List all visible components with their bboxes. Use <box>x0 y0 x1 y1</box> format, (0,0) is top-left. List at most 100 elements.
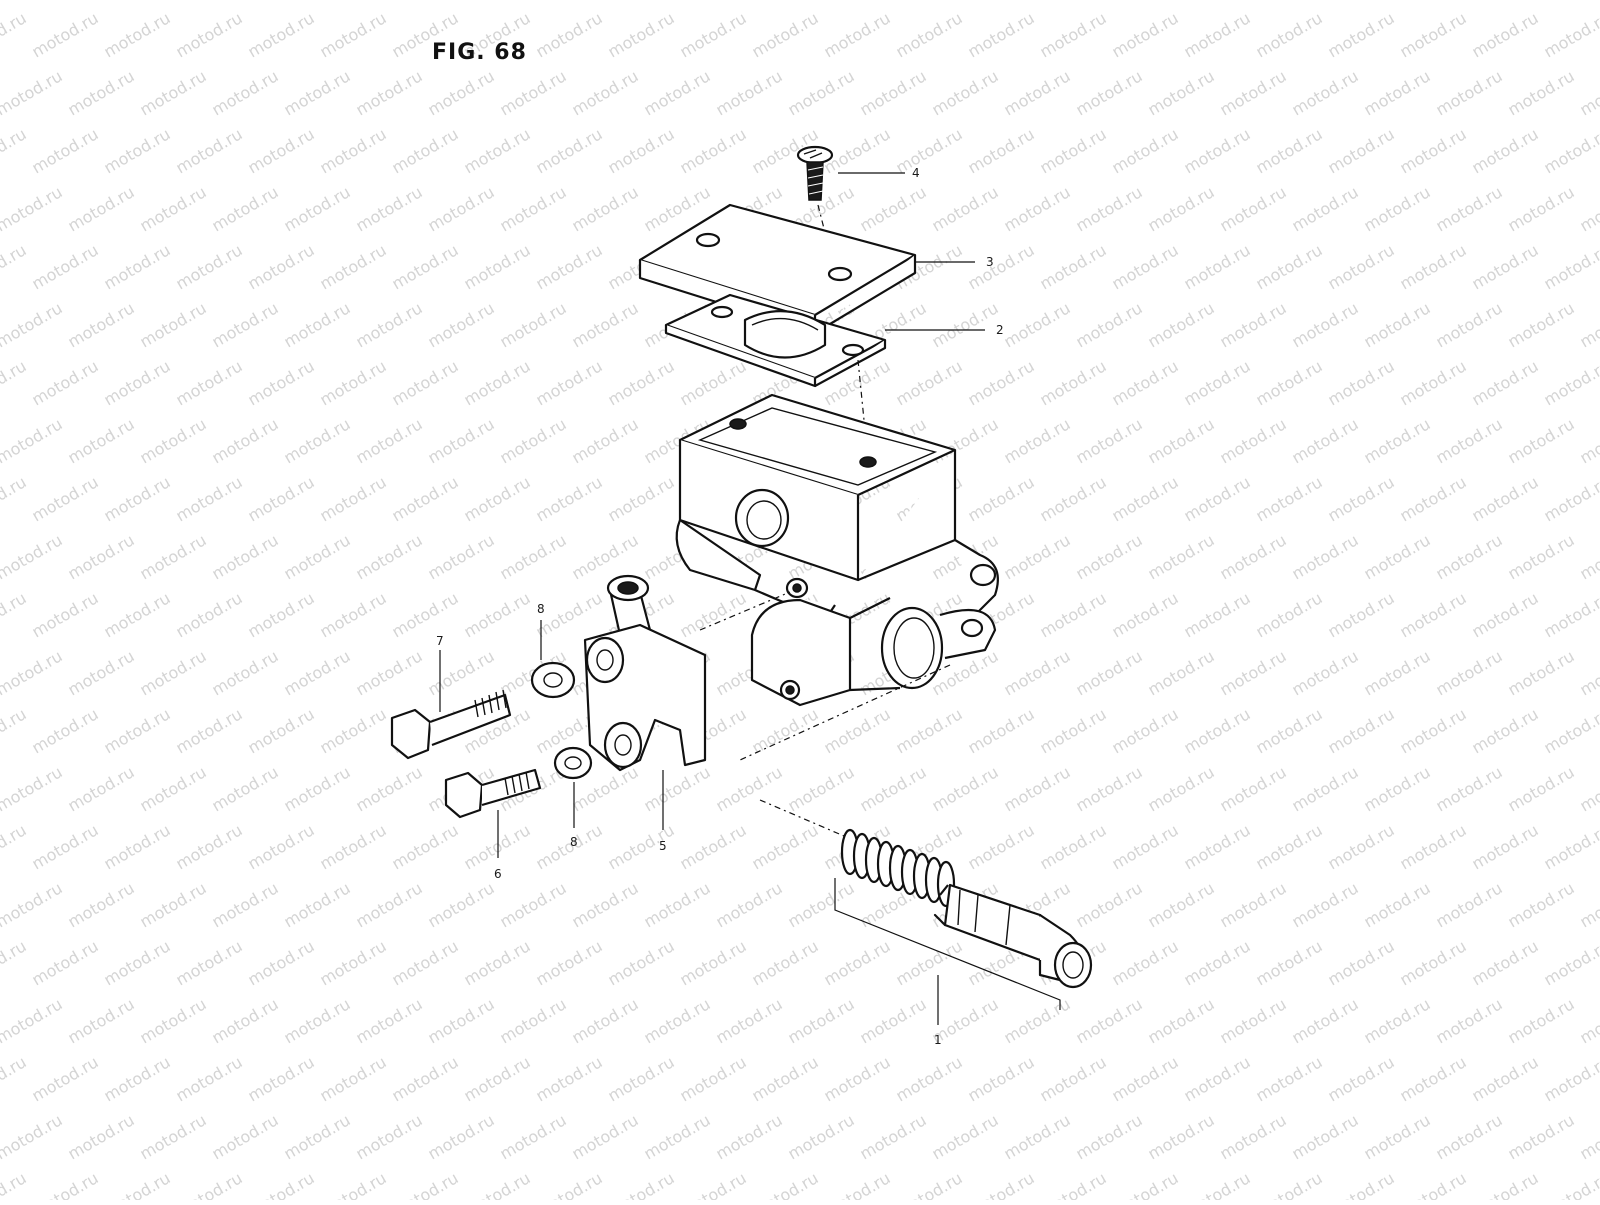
watermark-text: motod.ru <box>1037 1168 1110 1200</box>
watermark-text: motod.ru <box>0 1110 66 1163</box>
watermark-text: motod.ru <box>317 936 390 989</box>
watermark-text: motod.ru <box>1217 994 1290 1047</box>
watermark-text: motod.ru <box>1541 820 1600 873</box>
watermark-text: motod.ru <box>1037 704 1110 757</box>
watermark-text: motod.ru <box>1217 1110 1290 1163</box>
watermark-text: motod.ru <box>1577 994 1600 1047</box>
watermark-text: motod.ru <box>1253 936 1326 989</box>
watermark-text: motod.ru <box>1253 820 1326 873</box>
watermark-text: motod.ru <box>569 1110 642 1163</box>
watermark-text: motod.ru <box>1253 240 1326 293</box>
watermark-text: motod.ru <box>1397 8 1470 61</box>
watermark-text: motod.ru <box>0 240 30 293</box>
watermark-text: motod.ru <box>1469 588 1542 641</box>
watermark-text: motod.ru <box>1433 298 1506 351</box>
watermark-text: motod.ru <box>353 530 426 583</box>
watermark-text: motod.ru <box>569 298 642 351</box>
watermark-text: motod.ru <box>1001 298 1074 351</box>
watermark-text: motod.ru <box>821 1052 894 1105</box>
watermark-text: motod.ru <box>1037 240 1110 293</box>
watermark-text: motod.ru <box>965 356 1038 409</box>
watermark-text: motod.ru <box>713 994 786 1047</box>
watermark-text: motod.ru <box>929 66 1002 119</box>
watermark-text: motod.ru <box>1505 878 1578 931</box>
watermark-text: motod.ru <box>893 8 966 61</box>
watermark-text: motod.ru <box>65 878 138 931</box>
watermark-text: motod.ru <box>173 936 246 989</box>
watermark-text: motod.ru <box>353 994 426 1047</box>
watermark-text: motod.ru <box>173 472 246 525</box>
watermark-text: motod.ru <box>641 66 714 119</box>
watermark-text: motod.ru <box>1361 182 1434 235</box>
watermark-text: motod.ru <box>65 646 138 699</box>
watermark-text: motod.ru <box>893 936 966 989</box>
watermark-text: motod.ru <box>1001 0 1074 3</box>
watermark-text: motod.ru <box>137 414 210 467</box>
watermark-text: motod.ru <box>1145 1110 1218 1163</box>
watermark-text: motod.ru <box>1289 1110 1362 1163</box>
watermark-text: motod.ru <box>425 298 498 351</box>
watermark-text: motod.ru <box>1073 762 1146 815</box>
watermark-text: motod.ru <box>821 124 894 177</box>
watermark-text: motod.ru <box>461 820 534 873</box>
watermark-text: motod.ru <box>425 0 498 3</box>
watermark-text: motod.ru <box>317 1052 390 1105</box>
watermark-text: motod.ru <box>0 878 66 931</box>
watermark-text: motod.ru <box>317 472 390 525</box>
watermark-text: motod.ru <box>533 1168 606 1200</box>
watermark-text: motod.ru <box>461 1052 534 1105</box>
watermark-text: motod.ru <box>1325 356 1398 409</box>
watermark-text: motod.ru <box>1361 298 1434 351</box>
watermark-text: motod.ru <box>317 124 390 177</box>
watermark-text: motod.ru <box>317 8 390 61</box>
watermark-text: motod.ru <box>1181 820 1254 873</box>
watermark-text: motod.ru <box>1037 472 1110 525</box>
watermark-text: motod.ru <box>425 646 498 699</box>
watermark-text: motod.ru <box>1109 820 1182 873</box>
watermark-text: motod.ru <box>425 66 498 119</box>
watermark-text: motod.ru <box>29 1052 102 1105</box>
watermark-text: motod.ru <box>1397 1052 1470 1105</box>
watermark-text: motod.ru <box>281 762 354 815</box>
watermark-text: motod.ru <box>1253 124 1326 177</box>
watermark-text: motod.ru <box>1541 1168 1600 1200</box>
watermark-text: motod.ru <box>1469 1168 1542 1200</box>
watermark-text: motod.ru <box>1217 0 1290 3</box>
watermark-text: motod.ru <box>425 1110 498 1163</box>
watermark-text: motod.ru <box>533 124 606 177</box>
watermark-text: motod.ru <box>209 0 282 3</box>
watermark-text: motod.ru <box>857 66 930 119</box>
watermark-text: motod.ru <box>1469 820 1542 873</box>
watermark-text: motod.ru <box>353 298 426 351</box>
watermark-text: motod.ru <box>1217 66 1290 119</box>
watermark-text: motod.ru <box>1001 994 1074 1047</box>
watermark-text: motod.ru <box>1109 124 1182 177</box>
watermark-text: motod.ru <box>965 8 1038 61</box>
watermark-text: motod.ru <box>1361 0 1434 3</box>
watermark-text: motod.ru <box>1181 1052 1254 1105</box>
watermark-text: motod.ru <box>1361 994 1434 1047</box>
watermark-text: motod.ru <box>29 240 102 293</box>
watermark-text: motod.ru <box>1073 66 1146 119</box>
watermark-text: motod.ru <box>1001 182 1074 235</box>
watermark-text: motod.ru <box>1217 298 1290 351</box>
watermark-text: motod.ru <box>137 66 210 119</box>
watermark-text: motod.ru <box>1073 530 1146 583</box>
watermark-text: motod.ru <box>965 240 1038 293</box>
watermark-text: motod.ru <box>0 356 30 409</box>
watermark-text: motod.ru <box>1397 356 1470 409</box>
watermark-text: motod.ru <box>173 704 246 757</box>
watermark-text: motod.ru <box>569 878 642 931</box>
watermark-text: motod.ru <box>317 588 390 641</box>
watermark-text: motod.ru <box>1217 762 1290 815</box>
watermark-text: motod.ru <box>965 1052 1038 1105</box>
watermark-text: motod.ru <box>425 994 498 1047</box>
watermark-text: motod.ru <box>1577 0 1600 3</box>
callout-3: 3 <box>986 255 994 269</box>
watermark-text: motod.ru <box>1361 762 1434 815</box>
watermark-text: motod.ru <box>749 820 822 873</box>
watermark-text: motod.ru <box>173 1052 246 1105</box>
watermark-text: motod.ru <box>281 994 354 1047</box>
watermark-text: motod.ru <box>677 588 750 641</box>
